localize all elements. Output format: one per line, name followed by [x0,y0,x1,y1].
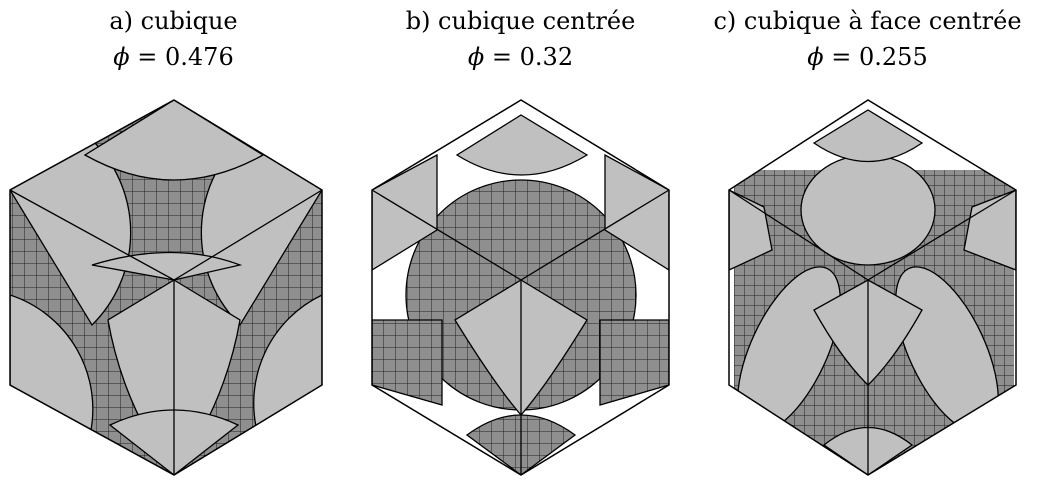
equals-sign: = [491,43,520,71]
corner-sphere [83,100,265,181]
phi-value: 0.255 [859,43,928,71]
cube-diagram-fcc [728,99,1017,476]
panel-title: a) cubique [109,7,238,35]
face-sphere [800,154,936,266]
phi-value: 0.32 [519,43,574,71]
panel-title: b) cubique centrée [405,7,636,35]
panel-body-centered-cubic: b) cubique centrée ϕ = 0.32 [347,0,694,480]
corner-sphere [599,319,669,406]
cube-diagram-simple [9,99,323,476]
equals-sign: = [137,43,166,71]
porosity-label: ϕ = 0.476 [0,40,347,74]
corner-sphere [10,294,94,437]
panel-face-centered-cubic: c) cubique à face centrée ϕ = 0.255 [694,0,1041,480]
corner-sphere [91,251,243,281]
phi-symbol: ϕ [113,43,130,71]
cube-edges [371,189,670,475]
corner-sphere [812,109,924,163]
corner-sphere [372,319,443,406]
porosity-label: ϕ = 0.255 [694,40,1041,74]
cube-edges [728,189,1017,475]
panel-simple-cubic: a) cubique ϕ = 0.476 [0,0,347,480]
corner-sphere [604,153,669,272]
phi-symbol: ϕ [467,43,485,71]
equals-sign: = [831,43,860,71]
phi-value: 0.476 [165,43,234,71]
phi-symbol: ϕ [807,43,824,71]
panel-title: c) cubique à face centrée [713,7,1022,35]
corner-sphere [963,189,1016,271]
cube-edges [9,189,323,475]
cube-diagram-bcc [371,99,670,476]
corner-sphere [455,114,589,176]
corner-sphere [729,188,773,272]
porosity-label: ϕ = 0.32 [347,40,694,74]
